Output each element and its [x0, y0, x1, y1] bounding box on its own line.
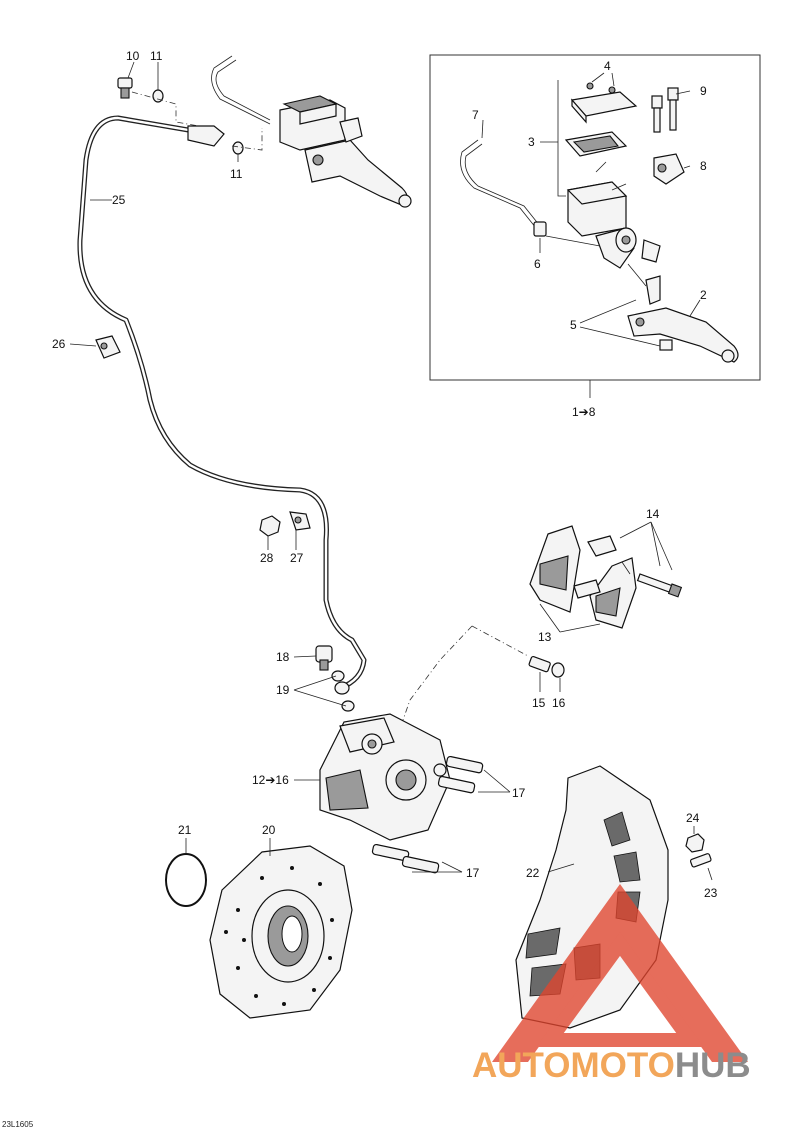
callout-13: 13 — [538, 630, 552, 644]
dust-boot — [641, 239, 661, 263]
callout-11-mid: 11 — [230, 167, 243, 181]
brake-lever-2 — [627, 307, 739, 363]
watermark-logo — [492, 884, 748, 1062]
nut-28 — [259, 515, 281, 537]
callout-4: 4 — [604, 59, 611, 73]
callout-17-lower: 17 — [466, 866, 480, 880]
washer-19-c — [341, 700, 355, 712]
callout-26: 26 — [52, 337, 66, 351]
callout-9: 9 — [700, 84, 707, 98]
diaphragm-3 — [564, 131, 628, 157]
washer-19-a — [331, 670, 345, 682]
callout-7: 7 — [472, 108, 479, 122]
hose-clip-27 — [289, 511, 311, 531]
nut-24 — [685, 833, 705, 853]
bleeder-screw-15 — [528, 655, 551, 673]
callout-5: 5 — [570, 318, 577, 332]
callout-2: 2 — [700, 288, 707, 302]
callout-27: 27 — [290, 551, 304, 565]
callout-25: 25 — [112, 193, 126, 207]
callout-6: 6 — [534, 257, 541, 271]
brake-pads-13 — [529, 525, 637, 629]
watermark-text-part2: HUB — [674, 1046, 751, 1085]
callout-24: 24 — [686, 811, 700, 825]
lever-pivot-5 — [659, 339, 673, 351]
bleeder-cap-16 — [551, 662, 565, 678]
callout-18: 18 — [276, 650, 290, 664]
callout-21: 21 — [178, 823, 192, 837]
washer-11-mid — [232, 141, 244, 155]
callout-14: 14 — [646, 507, 660, 521]
callout-1-8: 1➔8 — [572, 405, 596, 419]
callout-28: 28 — [260, 551, 274, 565]
watermark-text: AUTOMOTOHUB — [472, 1046, 792, 1086]
washer-19-b — [334, 681, 350, 695]
screw-23 — [689, 853, 712, 868]
callout-22: 22 — [526, 866, 540, 880]
callout-16: 16 — [552, 696, 566, 710]
brake-light-switch-6 — [460, 139, 547, 237]
callout-20: 20 — [262, 823, 276, 837]
clamp-screw-9 — [651, 87, 679, 133]
master-cylinder-body — [566, 181, 637, 269]
callout-17-upper: 17 — [512, 786, 526, 800]
brake-disc-20 — [209, 845, 353, 1019]
brake-hose-25 — [77, 115, 367, 691]
caliper-bolts-17 — [371, 755, 484, 874]
callout-23: 23 — [704, 886, 718, 900]
callout-11-top: 11 — [150, 49, 163, 63]
brake-caliper-12 — [319, 713, 451, 841]
master-cylinder-assembly — [211, 55, 412, 208]
callout-19: 19 — [276, 683, 290, 697]
pushrod — [645, 275, 661, 305]
banjo-bolt-18 — [315, 645, 333, 671]
callout-8: 8 — [700, 159, 707, 173]
callout-12-16: 12➔16 — [252, 773, 289, 787]
banjo-bolt-10 — [117, 77, 133, 99]
pad-pin-14 — [636, 573, 683, 598]
clamp-bracket-8 — [653, 153, 685, 185]
watermark-text-part1: AUTOMOTO — [472, 1046, 675, 1085]
hose-clamp-26 — [95, 335, 121, 359]
callout-10: 10 — [126, 49, 140, 63]
pad-spring-14 — [587, 535, 631, 575]
assembly-box-1-8 — [429, 54, 761, 381]
o-ring-21 — [165, 853, 207, 907]
diagram-code: 23L1605 — [2, 1120, 34, 1129]
reservoir-cover-4 — [570, 91, 638, 124]
callout-3: 3 — [528, 135, 535, 149]
callout-15: 15 — [532, 696, 546, 710]
